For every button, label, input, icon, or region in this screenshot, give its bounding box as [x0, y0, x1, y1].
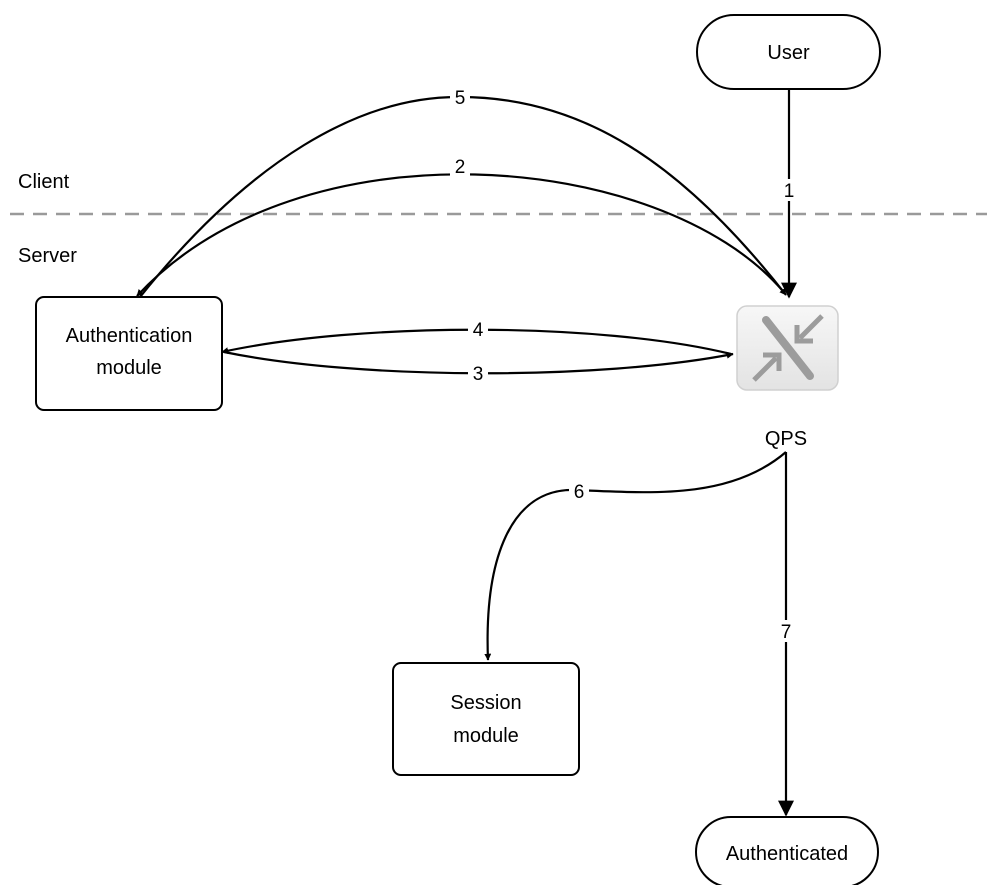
edge-4: 4 [221, 318, 732, 356]
edge-1-label: 1 [784, 181, 795, 202]
session-module-label-line1: Session [450, 692, 521, 714]
edge-3: 3 [223, 350, 734, 385]
session-module-node: Session module [392, 662, 580, 776]
user-node-label: User [767, 42, 810, 64]
qps-node-label: QPS [765, 428, 807, 450]
edge-2: 2 [136, 155, 783, 297]
zone-label-server: Server [18, 245, 77, 267]
edge-7-label: 7 [781, 622, 792, 643]
edge-1: 1 [780, 89, 798, 299]
qps-node: QPS [736, 305, 839, 450]
edge-6: 6 [484, 451, 787, 661]
edge-5-label: 5 [455, 88, 466, 109]
edge-6-line [484, 451, 787, 661]
edge-7: 7 [777, 452, 795, 817]
authentication-module-node: Authentication module [35, 296, 223, 411]
user-node: User [696, 14, 881, 90]
auth-module-label-line1: Authentication [66, 325, 193, 347]
edge-2-line [136, 173, 783, 297]
qps-proxy-icon [736, 305, 839, 391]
session-module-label-line2: module [453, 725, 519, 747]
authenticated-node: Authenticated [695, 816, 879, 885]
edge-5: 5 [139, 86, 787, 298]
edge-4-label: 4 [473, 320, 484, 341]
zone-label-client: Client [18, 171, 70, 193]
authenticated-node-label: Authenticated [726, 843, 848, 865]
edge-6-label: 6 [574, 482, 585, 503]
auth-module-label-line2: module [96, 357, 162, 379]
edge-3-label: 3 [473, 364, 484, 385]
edge-2-label: 2 [455, 157, 466, 178]
edge-5-line [139, 95, 787, 298]
